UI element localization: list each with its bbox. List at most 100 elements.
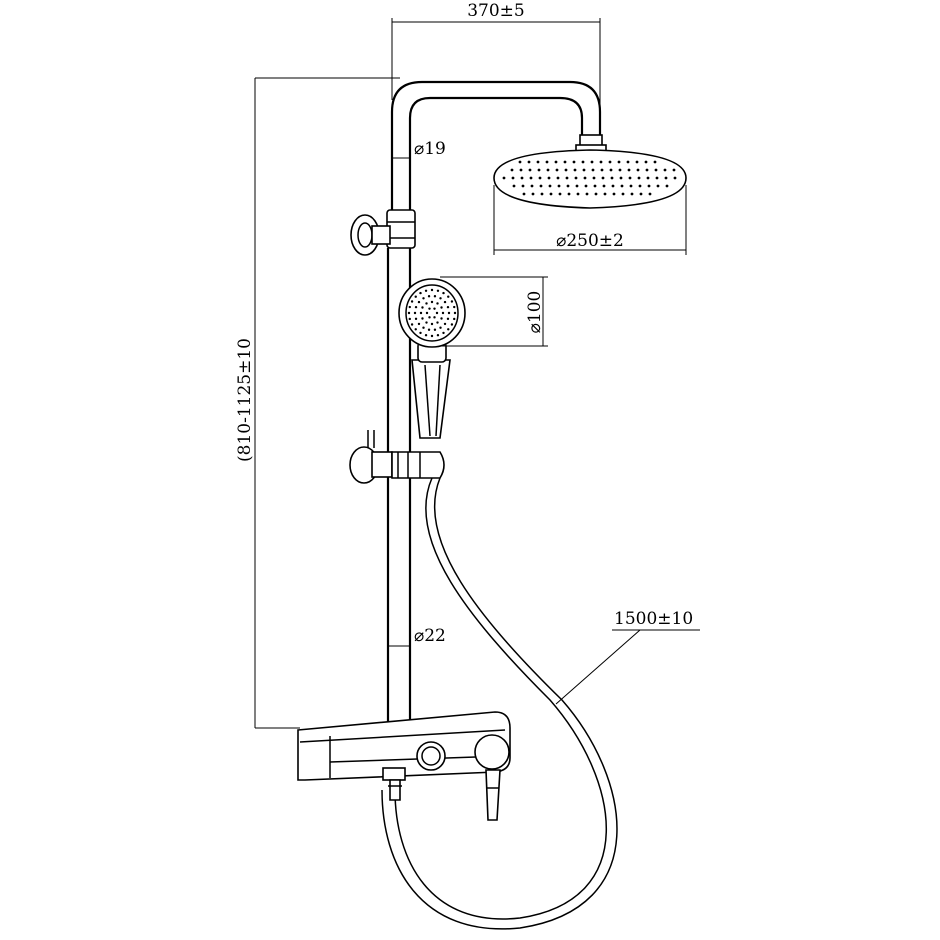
nozzle-dot xyxy=(582,168,586,172)
nozzle-dot xyxy=(450,323,454,326)
nozzle-dot xyxy=(427,295,431,298)
nozzle-dot xyxy=(433,316,436,319)
nozzle-dot xyxy=(593,184,597,188)
nozzle-dot xyxy=(511,176,515,180)
nozzle-dot xyxy=(572,160,576,164)
pipe-coupler xyxy=(386,209,416,249)
nozzle-dot xyxy=(590,160,594,164)
nozzle-dot xyxy=(410,300,414,303)
nozzle-dot xyxy=(636,168,640,172)
nozzle-dot xyxy=(546,168,550,172)
nozzle-dot xyxy=(645,168,649,172)
nozzle-dot xyxy=(603,192,607,196)
nozzle-dot xyxy=(556,176,560,180)
nozzle-dot xyxy=(618,168,622,172)
nozzle-dot xyxy=(424,334,428,337)
nozzle-dot xyxy=(549,192,553,196)
nozzle-dot xyxy=(430,334,434,338)
nozzle-dot xyxy=(611,184,615,188)
nozzle-dot xyxy=(439,297,442,300)
nozzle-dot xyxy=(453,317,456,321)
nozzle-dot xyxy=(620,184,624,188)
nozzle-dot xyxy=(576,192,580,196)
nozzle-dot xyxy=(435,311,439,315)
nozzle-dot xyxy=(447,311,451,315)
head-diameter-dimension: ⌀250±2 xyxy=(493,185,687,255)
hose-length-label: 1500±10 xyxy=(614,609,693,629)
nozzle-dot xyxy=(581,160,585,164)
nozzle-dot xyxy=(558,192,562,196)
nozzle-dot xyxy=(635,160,639,164)
upper-pipe-diameter-callout: ⌀19 xyxy=(392,139,446,159)
lower-pipe-diameter-callout: ⌀22 xyxy=(388,626,446,647)
nozzle-dot xyxy=(566,184,570,188)
lower-pipe-diameter-label: ⌀22 xyxy=(414,626,446,646)
nozzle-dot xyxy=(520,176,524,180)
nozzle-dot xyxy=(600,168,604,172)
nozzle-dot xyxy=(540,192,544,196)
upper-riser-pipe xyxy=(390,80,602,210)
nozzle-dot xyxy=(440,306,443,309)
nozzle-dot xyxy=(417,322,421,326)
nozzle-dot xyxy=(564,168,568,172)
nozzle-dot xyxy=(408,305,411,309)
nozzle-dot xyxy=(617,160,621,164)
nozzle-dot xyxy=(536,160,540,164)
nozzle-dot xyxy=(414,295,417,298)
nozzle-dot xyxy=(567,192,571,196)
nozzle-dot xyxy=(591,168,595,172)
nozzle-dot xyxy=(638,184,642,188)
nozzle-dot xyxy=(430,288,434,292)
nozzle-dot xyxy=(639,192,643,196)
arm-reach-dimension: 370±5 xyxy=(391,1,601,135)
nozzle-dot xyxy=(414,305,418,309)
nozzle-dot xyxy=(427,328,431,331)
nozzle-dot xyxy=(421,306,424,309)
nozzle-dot xyxy=(414,317,418,321)
nozzle-dot xyxy=(583,176,587,180)
nozzle-dot xyxy=(424,289,428,292)
nozzle-dot xyxy=(545,160,549,164)
nozzle-dot xyxy=(648,192,652,196)
nozzle-dot xyxy=(637,176,641,180)
nozzle-dot xyxy=(446,317,450,321)
nozzle-dot xyxy=(573,168,577,172)
nozzle-dot xyxy=(574,176,578,180)
nozzle-dot xyxy=(419,331,422,335)
nozzle-dot xyxy=(433,307,436,310)
nozzle-dot xyxy=(408,317,411,321)
nozzle-dot xyxy=(433,328,437,331)
nozzle-dot xyxy=(664,176,668,180)
nozzle-dot xyxy=(612,192,616,196)
hand-shower-diameter-label: ⌀100 xyxy=(525,291,545,334)
nozzle-dot xyxy=(656,184,660,188)
nozzle-dot xyxy=(518,160,522,164)
nozzle-dot xyxy=(453,305,456,309)
nozzle-dot xyxy=(594,192,598,196)
nozzle-dot xyxy=(646,176,650,180)
nozzle-dot xyxy=(428,316,431,319)
nozzle-dot xyxy=(610,176,614,180)
nozzle-dot xyxy=(608,160,612,164)
nozzle-dot xyxy=(554,160,558,164)
nozzle-dot xyxy=(522,192,526,196)
nozzle-dot xyxy=(584,184,588,188)
nozzle-dot xyxy=(441,311,445,315)
hand-shower-diameter-dimension: ⌀100 xyxy=(440,276,548,347)
height-range-label: (810-1125±10 xyxy=(235,338,255,462)
upper-pipe-diameter-label: ⌀19 xyxy=(414,139,446,159)
nozzle-dot xyxy=(417,300,421,304)
temperature-dial xyxy=(416,741,446,771)
nozzle-dot xyxy=(575,184,579,188)
nozzle-dot xyxy=(436,334,440,337)
nozzle-dot xyxy=(531,192,535,196)
nozzle-dot xyxy=(433,295,437,298)
nozzle-dot xyxy=(439,326,442,329)
nozzle-dot xyxy=(555,168,559,172)
nozzle-dot xyxy=(530,184,534,188)
nozzle-dot xyxy=(446,305,450,309)
height-range-dimension: (810-1125±10 xyxy=(235,77,400,729)
nozzle-dot xyxy=(665,184,669,188)
nozzle-dot xyxy=(430,322,434,326)
